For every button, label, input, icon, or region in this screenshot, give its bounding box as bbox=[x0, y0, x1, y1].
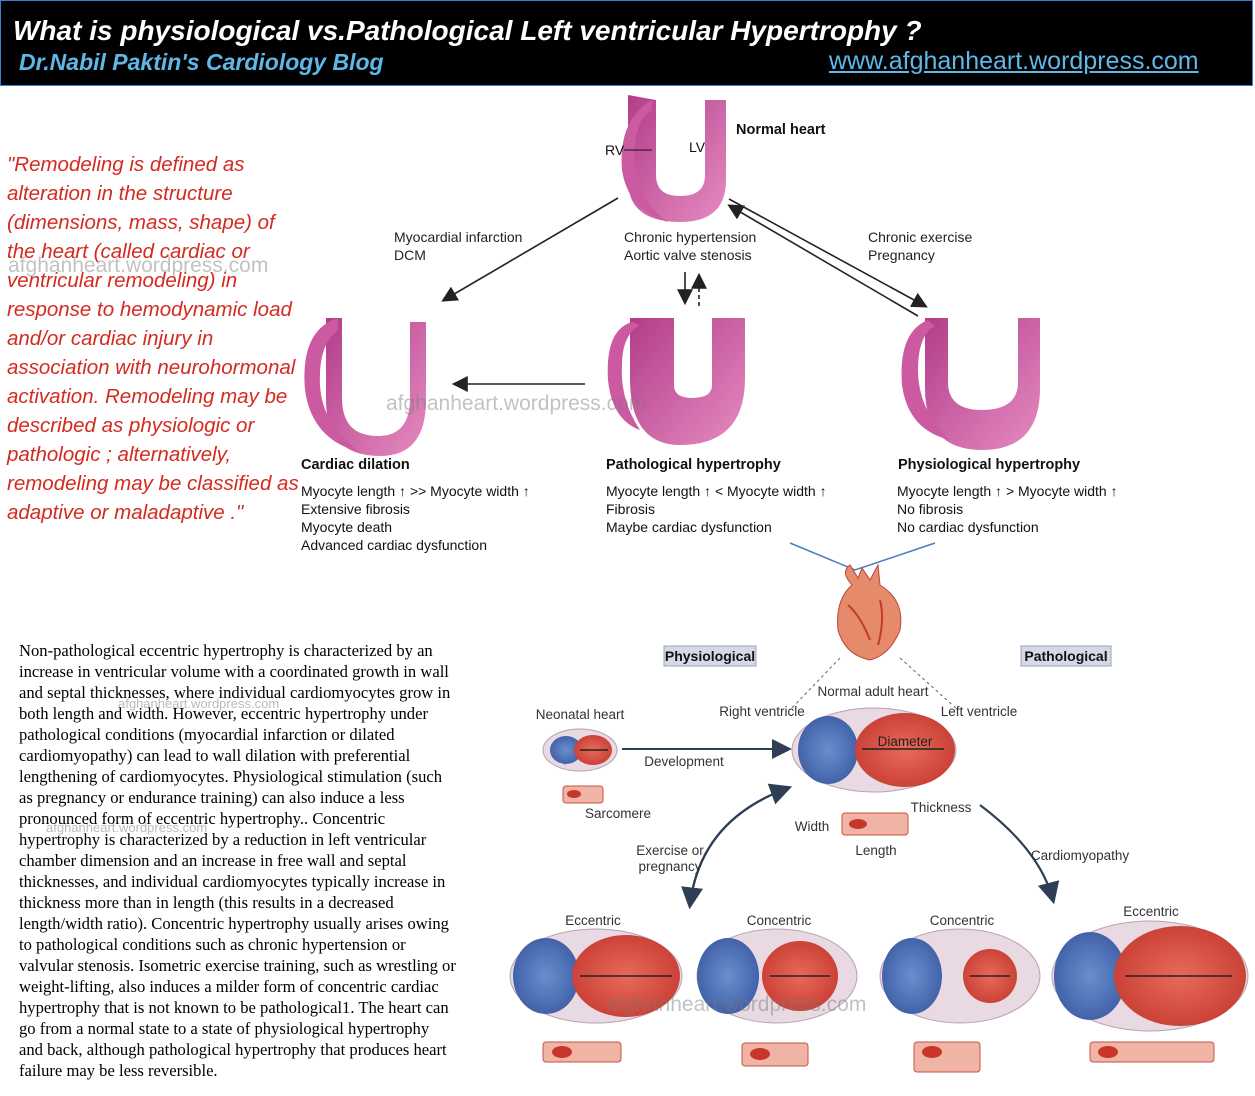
body-line: to pathological conditions such as chron… bbox=[19, 935, 406, 954]
neonatal-label: Neonatal heart bbox=[536, 707, 625, 722]
exercise-label: Chronic exercise bbox=[868, 229, 972, 245]
normal-adult-heart-illustration bbox=[791, 707, 957, 793]
eccentric-physiological-heart bbox=[509, 928, 683, 1024]
physiological-line-3: No cardiac dysfunction bbox=[897, 519, 1039, 535]
cardiomyopathy-label: Cardiomyopathy bbox=[1031, 848, 1130, 863]
blog-name: Dr.Nabil Paktin's Cardiology Blog bbox=[19, 49, 384, 75]
cardiomyocyte-icon bbox=[841, 812, 909, 836]
physiological-line-2: No fibrosis bbox=[897, 501, 963, 517]
watermark: afghanheart.wordpress.com bbox=[8, 254, 269, 277]
body-line: chamber dimension and an increase in fre… bbox=[19, 851, 407, 870]
physiological-heart-illustration bbox=[901, 318, 1040, 450]
neonatal-heart-illustration bbox=[542, 728, 618, 772]
dilation-line-2: Extensive fibrosis bbox=[301, 501, 410, 517]
mi-label: Myocardial infarction bbox=[394, 229, 522, 245]
normal-heart-illustration bbox=[621, 95, 726, 222]
dilation-line-1: Myocyte length ↑ >> Myocyte width ↑ bbox=[301, 483, 530, 499]
physiological-line-1: Myocyte length ↑ > Myocyte width ↑ bbox=[897, 483, 1118, 499]
eccentric-label-2: Eccentric bbox=[1123, 904, 1179, 919]
thickness-label: Thickness bbox=[911, 800, 972, 815]
dcm-label: DCM bbox=[394, 247, 426, 263]
pathological-heart-illustration bbox=[607, 318, 745, 445]
remodeling-quote: "Remodeling is defined as alteration in … bbox=[7, 153, 299, 524]
rv-label: RV bbox=[605, 142, 625, 158]
concentric-physiological-heart bbox=[696, 928, 858, 1024]
width-label: Width bbox=[795, 819, 830, 834]
body-line: and back, although pathological hypertro… bbox=[19, 1040, 447, 1059]
watermark: afghanheart.wordpress.com bbox=[118, 696, 280, 711]
sarcomere-icon bbox=[562, 785, 604, 804]
physiological-hypertrophy-title: Physiological hypertrophy bbox=[898, 457, 1080, 473]
body-line: weight-lifting, also induces a milder fo… bbox=[19, 977, 439, 996]
development-label: Development bbox=[644, 754, 724, 769]
myocyte-eccentric-1 bbox=[542, 1041, 622, 1063]
eccentric-pathological-heart bbox=[1051, 920, 1249, 1032]
diameter-label: Diameter bbox=[878, 734, 933, 749]
pathological-line-1: Myocyte length ↑ < Myocyte width ↑ bbox=[606, 483, 827, 499]
body-line: go from a normal state to a state of phy… bbox=[19, 1019, 430, 1038]
sarcomere-label: Sarcomere bbox=[585, 806, 651, 821]
myocyte-eccentric-2 bbox=[1089, 1041, 1215, 1063]
dilated-heart-illustration bbox=[304, 318, 426, 456]
myocyte-concentric-1 bbox=[741, 1042, 809, 1067]
pregnancy-bottom-label: pregnancy bbox=[638, 859, 701, 874]
watermark: afghanheart.wordpress.com bbox=[606, 993, 867, 1016]
body-line: Non-pathological eccentric hypertrophy i… bbox=[19, 641, 433, 660]
dilation-line-4: Advanced cardiac dysfunction bbox=[301, 537, 487, 553]
body-line: failure may be less reversible. bbox=[19, 1061, 218, 1080]
body-line: and septal thicknesses, where individual… bbox=[19, 683, 451, 702]
body-line: hypertrophy that is not known to be path… bbox=[19, 998, 449, 1017]
dilation-line-3: Myocyte death bbox=[301, 519, 392, 535]
page-title: What is physiological vs.Pathological Le… bbox=[13, 15, 922, 46]
right-ventricle-label: Right ventricle bbox=[719, 704, 805, 719]
body-line: thickness more than in length (this resu… bbox=[19, 893, 394, 912]
body-line: hypertrophy is characterized by a reduct… bbox=[19, 830, 427, 849]
cardiac-dilation-title: Cardiac dilation bbox=[301, 457, 410, 473]
exercise-or-label: Exercise or bbox=[636, 843, 704, 858]
body-paragraph: Non-pathological eccentric hypertrophy i… bbox=[19, 640, 509, 1081]
body-line: valvular stenosis. Isometric exercise tr… bbox=[19, 956, 456, 975]
pathological-line-2: Fibrosis bbox=[606, 501, 655, 517]
body-line: pronounced form of eccentric hypertrophy… bbox=[19, 809, 386, 828]
watermark: afghanheart.wordpress.com bbox=[46, 820, 208, 835]
body-line: cardiomyopathy) can lead to wall dilatio… bbox=[19, 746, 411, 765]
physiological-tag: Physiological bbox=[665, 648, 755, 664]
body-line: as pregnancy or endurance training) can … bbox=[19, 788, 405, 807]
length-label: Length bbox=[855, 843, 896, 858]
pathological-line-3: Maybe cardiac dysfunction bbox=[606, 519, 772, 535]
lv-label: LV bbox=[689, 139, 706, 155]
concentric-pathological-heart bbox=[879, 928, 1041, 1024]
anatomical-heart-icon bbox=[837, 563, 902, 661]
body-line: lengthening of cardiomyocytes. Physiolog… bbox=[19, 767, 443, 786]
normal-heart-label: Normal heart bbox=[736, 122, 826, 138]
pathological-hypertrophy-title: Pathological hypertrophy bbox=[606, 457, 781, 473]
body-line: both length and width. However, eccentri… bbox=[19, 704, 428, 723]
body-line: increase in ventricular volume with a co… bbox=[19, 662, 449, 681]
body-line: thicknesses, and individual cardiomyocyt… bbox=[19, 872, 446, 891]
left-ventricle-label: Left ventricle bbox=[941, 704, 1018, 719]
body-line: pathological conditions (myocardial infa… bbox=[19, 725, 395, 744]
stenosis-label: Aortic valve stenosis bbox=[624, 247, 752, 263]
header-bar: What is physiological vs.Pathological Le… bbox=[0, 0, 1253, 86]
eccentric-label-1: Eccentric bbox=[565, 913, 621, 928]
watermark: afghanheart.wordpress.com bbox=[386, 392, 647, 415]
concentric-label-2: Concentric bbox=[930, 913, 995, 928]
blog-url-link[interactable]: www.afghanheart.wordpress.com bbox=[829, 47, 1199, 75]
concentric-label-1: Concentric bbox=[747, 913, 812, 928]
myocyte-concentric-2 bbox=[913, 1041, 981, 1073]
body-line: length/width ratio). Concentric hypertro… bbox=[19, 914, 449, 933]
normal-adult-label: Normal adult heart bbox=[817, 684, 928, 699]
pregnancy-label: Pregnancy bbox=[868, 247, 935, 263]
pathological-tag: Pathological bbox=[1024, 648, 1107, 664]
hypertension-label: Chronic hypertension bbox=[624, 229, 756, 245]
